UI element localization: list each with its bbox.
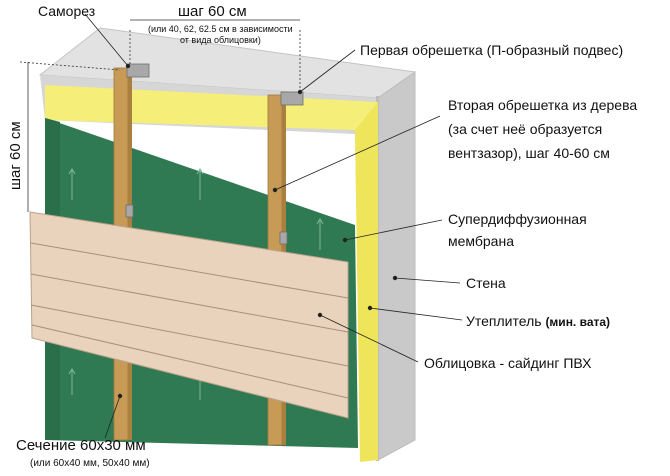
step-top-note-1: (или 40, 62, 62.5 см в зависимости (148, 24, 293, 34)
leader-lines (84, 13, 463, 439)
screw-label: Саморез (38, 3, 95, 19)
membrane-label-2: мембрана (448, 233, 514, 249)
second-batten-label-1: Вторая обрешетка из дерева (448, 97, 637, 113)
section-note: (или 60х40 мм, 50х40 мм) (30, 458, 150, 469)
insulation-side (355, 102, 378, 462)
bracket-icon (125, 63, 304, 245)
step-top-note-2: от вида облицовки) (180, 35, 261, 45)
first-batten-label: Первая обрешетка (П-образный подвес) (360, 42, 623, 58)
section-label: Сечение 60х30 мм (16, 437, 146, 454)
second-batten-label-2: (за счет неё образуется (448, 121, 602, 137)
siding-panel (29, 211, 349, 419)
cladding-label: Облицовка - сайдинг ПВХ (424, 355, 592, 371)
insulation-label-note: (мин. вата) (545, 315, 610, 329)
second-batten-label-3: вентзазор), шаг 40-60 см (448, 145, 610, 161)
step-top-label: шаг 60 см (178, 3, 247, 20)
wall-side-face (377, 71, 416, 461)
step-left-label: шаг 60 см (7, 121, 24, 190)
membrane-label-1: Супердиффузионная (448, 211, 587, 227)
insulation-label: Утеплитель (мин. вата) (466, 313, 610, 329)
dimension-top (129, 19, 301, 92)
insulation-label-main: Утеплитель (466, 313, 542, 329)
wall-label: Стена (466, 275, 506, 291)
siding-joints (30, 242, 349, 399)
dimension-left (19, 61, 121, 212)
insulation-layer (45, 85, 378, 460)
